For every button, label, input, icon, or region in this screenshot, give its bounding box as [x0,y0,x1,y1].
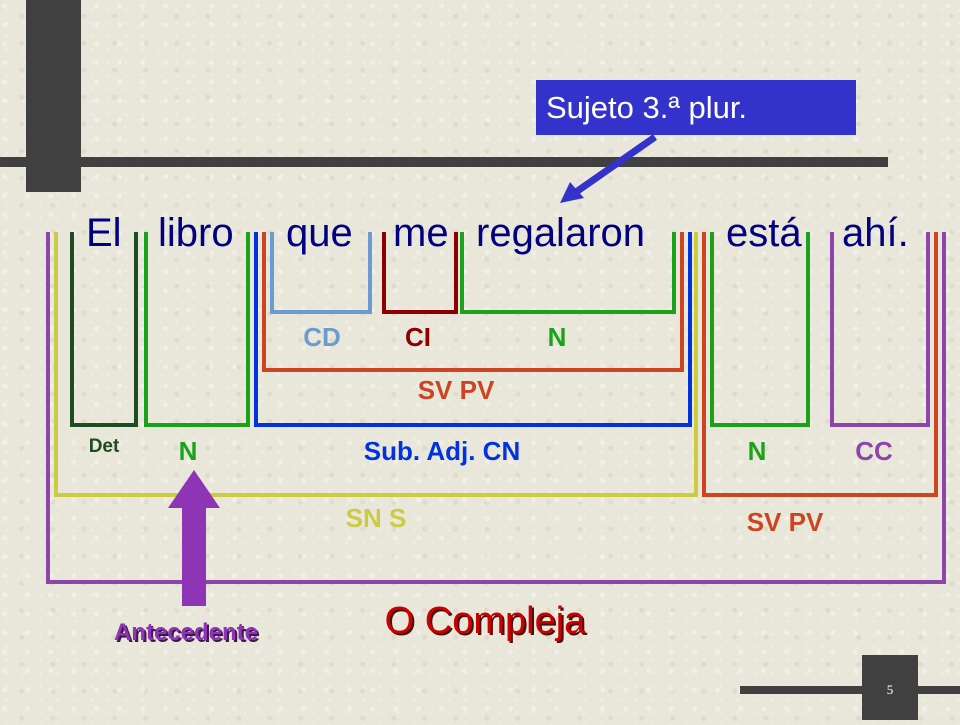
bracket-oracion [46,232,946,584]
label-sv-pv-main: SV PV [746,507,824,537]
bracket-sub-adj [254,232,692,427]
bracket-cd [270,232,372,314]
bracket-sv-pv-main [702,232,938,497]
slide-number: 5 [862,655,918,720]
horizontal-rule [0,157,888,167]
label-n-main: N [747,436,767,466]
label-cd: CD [303,322,341,352]
bracket-n-verb [460,232,676,314]
bracket-sn-s [54,232,698,497]
label-sv-pv-sub: SV PV [417,375,495,405]
word-me: me [393,211,449,255]
label-ci: CI [405,322,431,352]
label-cc: CC [855,436,893,466]
label-sn-s: SN S [345,503,407,533]
label-sub-adj: Sub. Adj. CN [363,436,521,466]
word-que: que [286,211,353,255]
bracket-cc [830,232,930,427]
word-ahi: ahí. [842,211,909,255]
word-esta: está [726,211,802,255]
label-n-noun: N [178,436,198,466]
label-det: Det [88,436,120,457]
word-regalaron: regalaron [476,211,646,255]
bracket-n-esta [710,232,810,427]
label-n-verb: N [547,322,567,352]
bracket-det [70,232,138,427]
callout-box: Sujeto 3.ª plur. [536,80,856,135]
word-el: El [86,211,122,255]
bracket-ci [382,232,458,314]
label-oracion: O Compleja [384,600,586,642]
word-libro: libro [158,211,234,255]
footer-rule [740,686,960,694]
label-antecedente: Antecedente [113,619,259,646]
bracket-n-libro [144,232,250,427]
bracket-sv-pv-sub [262,232,684,372]
